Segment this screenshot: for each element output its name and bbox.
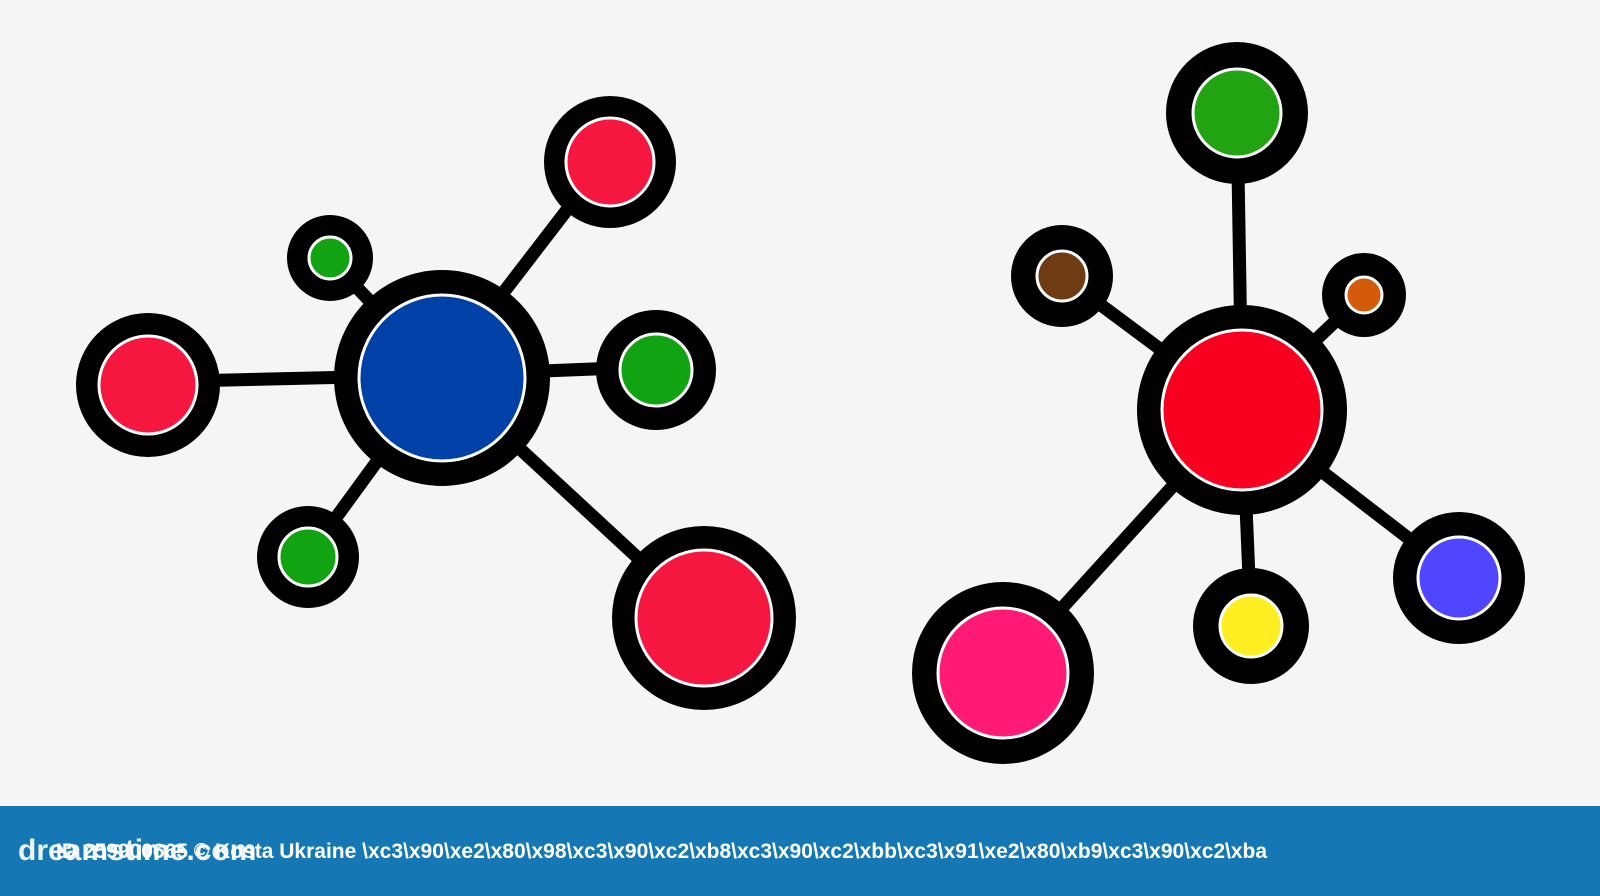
atom-right-orange bbox=[1322, 253, 1406, 337]
atom-left-green-small-top bbox=[287, 215, 373, 301]
atom-right-brown bbox=[1011, 225, 1113, 327]
atom-left-green-right bbox=[596, 310, 716, 430]
molecule-right bbox=[912, 42, 1525, 764]
atom-right-blue bbox=[1393, 512, 1525, 644]
atom-left-red-bottom bbox=[612, 526, 796, 710]
atom-left-red-left bbox=[76, 313, 220, 457]
molecule-left bbox=[76, 96, 796, 710]
molecule-illustration bbox=[76, 42, 1525, 764]
atom-right-pink bbox=[912, 582, 1094, 764]
atom-left-green-bottom bbox=[257, 506, 359, 608]
atom-left-center-blue bbox=[334, 270, 550, 486]
atom-right-yellow bbox=[1193, 568, 1309, 684]
atom-right-center-red bbox=[1137, 305, 1347, 515]
watermark-footer-bar: dreamstime.com ID 259900665 © Kosta Ukra… bbox=[0, 806, 1600, 896]
image-id-caption: ID 259900665 © Kosta Ukraine \xc3\x90\xe… bbox=[56, 840, 1268, 863]
atom-left-red-top bbox=[544, 96, 676, 228]
dreamstime-logo: dreamstime.com bbox=[18, 834, 257, 867]
diagram-canvas bbox=[76, 42, 1525, 764]
atom-right-green-top bbox=[1166, 42, 1308, 184]
